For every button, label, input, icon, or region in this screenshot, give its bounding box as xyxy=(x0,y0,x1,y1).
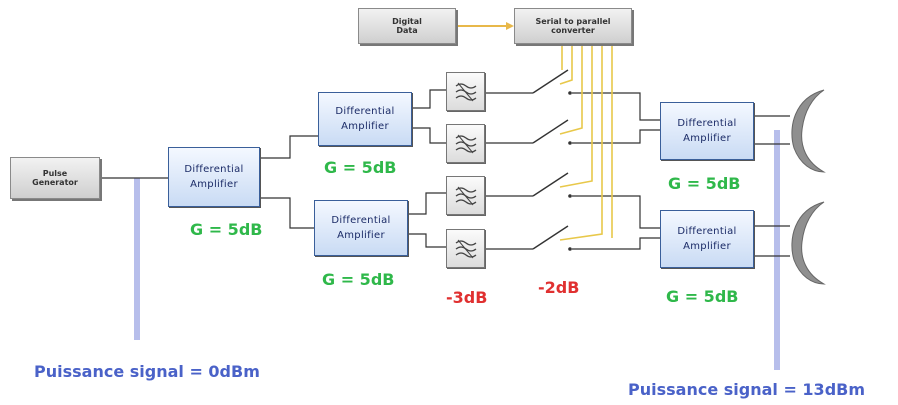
pulse-generator-block: Pulse Generator xyxy=(10,157,100,199)
output-probe xyxy=(774,130,780,370)
amplifier-label-line1: Differential xyxy=(677,118,737,129)
switch-4-blade xyxy=(532,225,569,250)
switch-1-blade xyxy=(532,69,569,94)
amplifier-output-bottom: Differential Amplifier xyxy=(660,210,754,268)
wire-amp1-amp2a xyxy=(258,135,318,159)
output-power-label: Puissance signal = 13dBm xyxy=(628,380,866,399)
arrow-head xyxy=(506,22,514,30)
wire-sw2-amp3 xyxy=(572,129,660,144)
amplifier-label-line2: Amplifier xyxy=(683,133,731,144)
switch-2-blade xyxy=(532,119,569,144)
serial-converter-block: Serial to parallel converter xyxy=(514,8,632,44)
switch-3-contact xyxy=(568,194,572,198)
gain-label-output-top: G = 5dB xyxy=(668,174,741,193)
filter-loss-label: -3dB xyxy=(446,288,488,307)
lowpass-filter-icon xyxy=(455,186,476,205)
amplifier-label-line1: Differential xyxy=(331,215,391,226)
control-lines xyxy=(559,42,613,241)
lowpass-filter-icon xyxy=(455,239,476,258)
amplifier-label-line1: Differential xyxy=(184,164,244,175)
wire-amp2a-f2 xyxy=(410,127,446,144)
antenna-bottom-icon xyxy=(791,201,826,285)
wire-sw3-amp4 xyxy=(572,195,660,229)
input-power-label: Puissance signal = 0dBm xyxy=(34,362,260,381)
switch-4-contact xyxy=(568,247,572,251)
wire-sw1-amp3 xyxy=(572,92,660,121)
digital-data-block: Digital Data xyxy=(358,8,456,44)
filter-4 xyxy=(446,229,485,268)
amplifier-output-top: Differential Amplifier xyxy=(660,102,754,160)
amplifier-label-line2: Amplifier xyxy=(341,121,389,132)
serial-converter-label: Serial to parallel converter xyxy=(535,17,611,35)
amplifier-stage2-bottom: Differential Amplifier xyxy=(314,200,408,256)
filter-2 xyxy=(446,124,485,163)
digital-data-label: Digital Data xyxy=(392,17,422,35)
lowpass-filter-icon xyxy=(455,82,476,101)
filter-3 xyxy=(446,176,485,215)
switch-2-contact xyxy=(568,141,572,145)
amplifier-label-line1: Differential xyxy=(335,106,395,117)
wire-amp2b-f3 xyxy=(406,192,446,215)
gain-label-stage2-bottom: G = 5dB xyxy=(322,270,395,289)
input-probe xyxy=(134,178,140,340)
switch-loss-label: -2dB xyxy=(538,278,580,297)
gain-label-stage2-top: G = 5dB xyxy=(324,158,397,177)
pulse-generator-label: Pulse Generator xyxy=(32,169,78,187)
amplifier-stage1: Differential Amplifier xyxy=(168,147,260,207)
switch-1-contact xyxy=(568,91,572,95)
amplifier-label-line2: Amplifier xyxy=(683,241,731,252)
amplifier-label-line2: Amplifier xyxy=(337,230,385,241)
gain-label-output-bottom: G = 5dB xyxy=(666,287,739,306)
filter-1 xyxy=(446,72,485,111)
wire-amp1-amp2b xyxy=(258,197,314,229)
wire-sw4-amp4 xyxy=(572,237,660,250)
gain-label-stage1: G = 5dB xyxy=(190,220,263,239)
lowpass-filter-icon xyxy=(455,134,476,153)
amplifier-label-line2: Amplifier xyxy=(190,179,238,190)
amplifier-stage2-top: Differential Amplifier xyxy=(318,92,412,146)
antenna-top-icon xyxy=(791,89,826,173)
wire-amp2b-f4 xyxy=(406,233,446,248)
wire-amp2a-f1 xyxy=(410,89,446,109)
switch-3-blade xyxy=(532,172,569,197)
amplifier-label-line1: Differential xyxy=(677,226,737,237)
